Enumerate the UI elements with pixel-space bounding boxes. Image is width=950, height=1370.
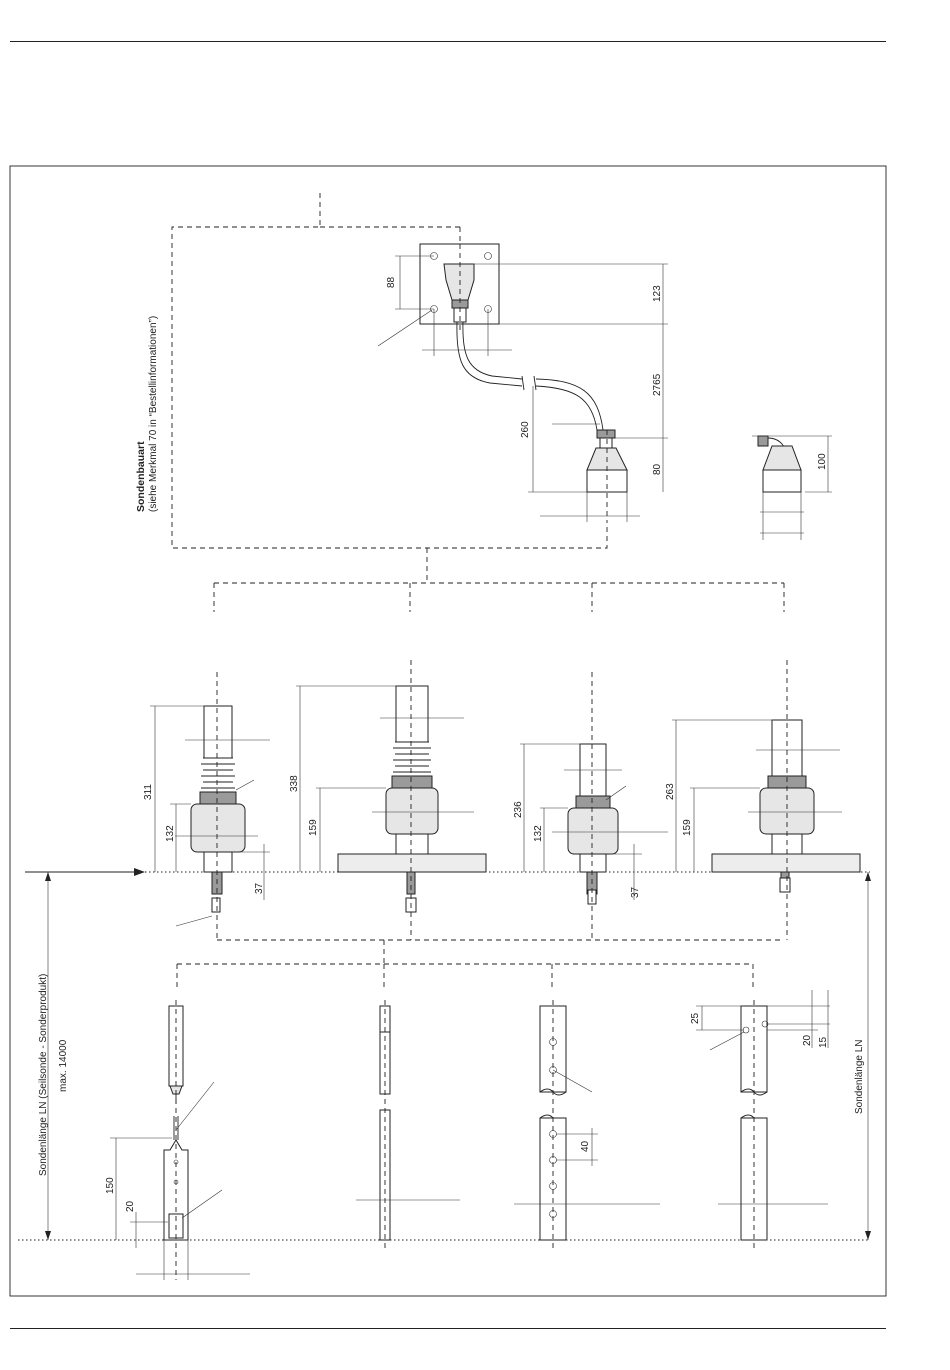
probe-type-group-outline: [172, 193, 607, 548]
probe-type-title: Sondenbauart: [135, 441, 147, 512]
branch-lines-lower: [177, 940, 784, 990]
dim-263: 263: [665, 783, 676, 800]
dim-236: 236: [513, 801, 524, 818]
connection-cable: [457, 322, 603, 430]
dim-132-b: 132: [533, 825, 544, 842]
branch-lines-upper: [214, 548, 784, 612]
dim-37-a: 37: [254, 882, 265, 894]
dim-159-a: 159: [308, 819, 319, 836]
dim-20-b: 20: [802, 1034, 813, 1046]
wall-mount-plate: [378, 244, 499, 346]
probe-rope-weight: [164, 1000, 222, 1280]
dim-88: 88: [386, 276, 397, 288]
dim-2765: 2765: [652, 373, 663, 396]
dim-80: 80: [652, 463, 663, 475]
probe-type-note: (siehe Merkmal 70 in “Bestellinformation…: [148, 316, 159, 512]
probe-length-label: Sondenlänge LN: [854, 1039, 865, 1114]
dim-40: 40: [580, 1140, 591, 1152]
dim-20-a: 20: [125, 1200, 136, 1212]
connection-thread-compact: [568, 672, 626, 940]
dim-25: 25: [690, 1012, 701, 1024]
dim-338: 338: [289, 775, 300, 792]
compact-sensor-side: [758, 436, 801, 492]
rope-length-max: max. 14000: [58, 1039, 69, 1092]
connection-flange-compact: [712, 660, 860, 940]
probe-coax-perforated: [540, 1000, 592, 1250]
dim-311: 311: [143, 784, 154, 800]
dim-123: 123: [652, 285, 663, 302]
dim-37-b: 37: [630, 886, 641, 898]
dim-15: 15: [818, 1036, 829, 1048]
rope-length-label: Sondenlänge LN (Seilsonde - Sonderproduk…: [38, 974, 49, 1176]
remote-sensor: [587, 430, 627, 520]
dim-260: 260: [520, 421, 531, 438]
dim-150: 150: [105, 1177, 116, 1194]
connection-flange-bellows: [338, 660, 486, 940]
dim-159-b: 159: [682, 819, 693, 836]
dim-100: 100: [817, 453, 828, 470]
dim-132-a: 132: [165, 825, 176, 842]
probe-rod: [380, 1000, 390, 1250]
probe-coax: [710, 1000, 768, 1250]
reference-arrowhead: [134, 868, 145, 876]
connection-thread-bellows: [176, 672, 254, 940]
